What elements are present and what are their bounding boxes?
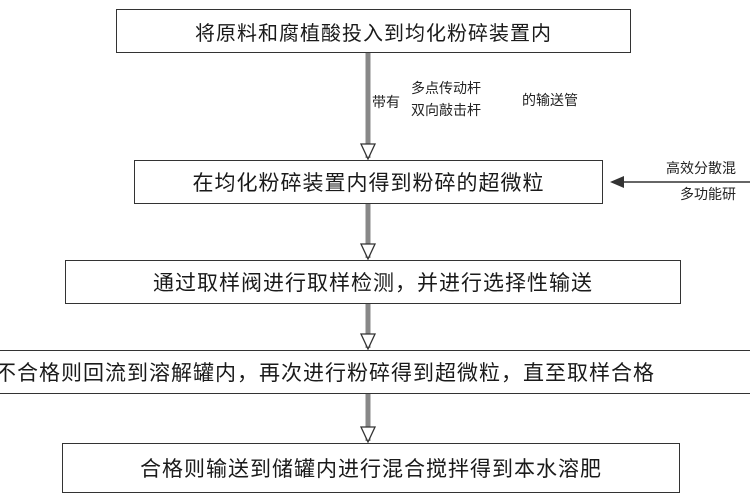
side-annotation-line2: 多功能研	[680, 187, 736, 203]
step-4-text: 不合格则回流到溶解罐内，再次进行粉碎得到超微粒，直至取样合格	[0, 361, 655, 385]
step-4-box: 不合格则回流到溶解罐内，再次进行粉碎得到超微粒，直至取样合格	[0, 350, 750, 394]
arrowhead-step2	[359, 143, 377, 161]
side-annotation-line1: 高效分散混	[666, 161, 736, 177]
arrowhead-step5	[359, 426, 377, 444]
step-2-box: 在均化粉碎装置内得到粉碎的超微粒	[134, 160, 603, 204]
step-1-text: 将原料和腐植酸投入到均化粉碎装置内	[195, 20, 552, 45]
step-3-box: 通过取样阀进行取样检测，并进行选择性输送	[65, 260, 681, 304]
step-5-text: 合格则输送到储罐内进行混合搅拌得到本水溶肥	[140, 457, 602, 481]
side-input-arrowhead	[610, 176, 624, 188]
step-2-text: 在均化粉碎装置内得到粉碎的超微粒	[192, 171, 545, 195]
annotation-multi-rod: 多点传动杆	[411, 81, 481, 97]
annotation-double-rod: 双向敲击杆	[411, 103, 481, 119]
annotation-carry: 带有	[372, 95, 400, 111]
arrowhead-step4	[359, 333, 377, 351]
step-3-text: 通过取样阀进行取样检测，并进行选择性输送	[153, 271, 593, 295]
annotation-pipe: 的输送管	[522, 93, 578, 109]
step-5-box: 合格则输送到储罐内进行混合搅拌得到本水溶肥	[62, 443, 680, 493]
step-1-box: 将原料和腐植酸投入到均化粉碎装置内	[116, 9, 631, 53]
arrowhead-step3	[359, 243, 377, 261]
